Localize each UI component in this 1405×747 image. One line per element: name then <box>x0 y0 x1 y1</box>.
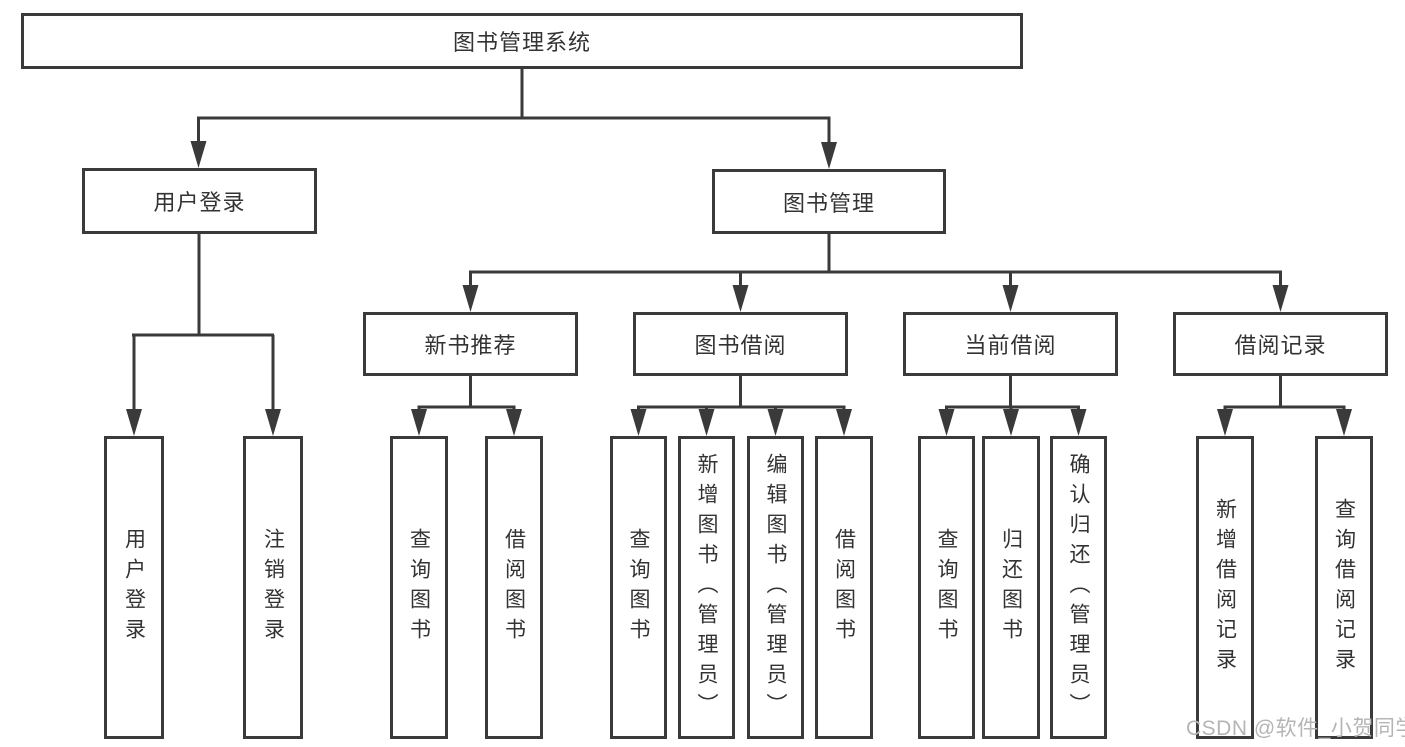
leaf-borrow-books-label: 借阅图书 <box>502 527 526 648</box>
leaf-confirm-return-admin: 确认归还（管理员） <box>1050 436 1107 739</box>
leaf-borrow-books: 借阅图书 <box>485 436 543 739</box>
leaf-add-borrow-record-label: 新增借阅记录 <box>1213 497 1237 678</box>
leaf-user-login: 用户登录 <box>104 436 164 739</box>
node-book-borrow: 图书借阅 <box>633 312 848 376</box>
node-new-book-recommend-label: 新书推荐 <box>424 333 517 358</box>
node-book-management: 图书管理 <box>712 169 946 234</box>
node-root-label: 图书管理系统 <box>452 30 591 55</box>
leaf-add-borrow-record: 新增借阅记录 <box>1196 436 1254 739</box>
node-current-borrow-label: 当前借阅 <box>964 333 1057 358</box>
leaf-query-books: 查询图书 <box>390 436 448 739</box>
leaf-add-books-admin: 新增图书（管理员） <box>678 436 735 739</box>
leaf-query-borrow-record-label: 查询借阅记录 <box>1332 497 1356 678</box>
node-book-borrow-label: 图书借阅 <box>694 333 787 358</box>
leaf-confirm-return-admin-label: 确认归还（管理员） <box>1067 452 1090 723</box>
leaf-add-books-admin-label: 新增图书（管理员） <box>695 452 718 723</box>
leaf-query-books-2-label: 查询图书 <box>627 527 650 648</box>
node-borrow-records: 借阅记录 <box>1173 312 1388 376</box>
node-borrow-records-label: 借阅记录 <box>1234 333 1327 358</box>
leaf-user-login-label: 用户登录 <box>122 527 146 648</box>
leaf-query-books-3: 查询图书 <box>918 436 975 739</box>
node-book-management-label: 图书管理 <box>782 190 875 216</box>
leaf-borrow-books-2: 借阅图书 <box>815 436 873 739</box>
leaf-logout-login: 注销登录 <box>243 436 303 739</box>
node-user-login-label: 用户登录 <box>153 190 246 215</box>
leaf-edit-books-admin-label: 编辑图书（管理员） <box>764 452 787 723</box>
leaf-query-borrow-record: 查询借阅记录 <box>1315 436 1373 739</box>
leaf-query-books-3-label: 查询图书 <box>935 527 958 648</box>
leaf-borrow-books-2-label: 借阅图书 <box>832 527 856 648</box>
node-root-library-management-system: 图书管理系统 <box>21 13 1023 69</box>
leaf-query-books-2: 查询图书 <box>610 436 667 739</box>
leaf-return-books: 归还图书 <box>982 436 1040 739</box>
node-new-book-recommend: 新书推荐 <box>363 312 578 376</box>
node-user-login: 用户登录 <box>82 168 317 234</box>
leaf-return-books-label: 归还图书 <box>999 527 1023 648</box>
leaf-logout-login-label: 注销登录 <box>261 527 285 648</box>
node-current-borrow: 当前借阅 <box>903 312 1118 376</box>
leaf-query-books-label: 查询图书 <box>407 527 431 648</box>
csdn-watermark: CSDN @软件_小贺同学 <box>1186 717 1405 740</box>
leaf-edit-books-admin: 编辑图书（管理员） <box>747 436 804 739</box>
